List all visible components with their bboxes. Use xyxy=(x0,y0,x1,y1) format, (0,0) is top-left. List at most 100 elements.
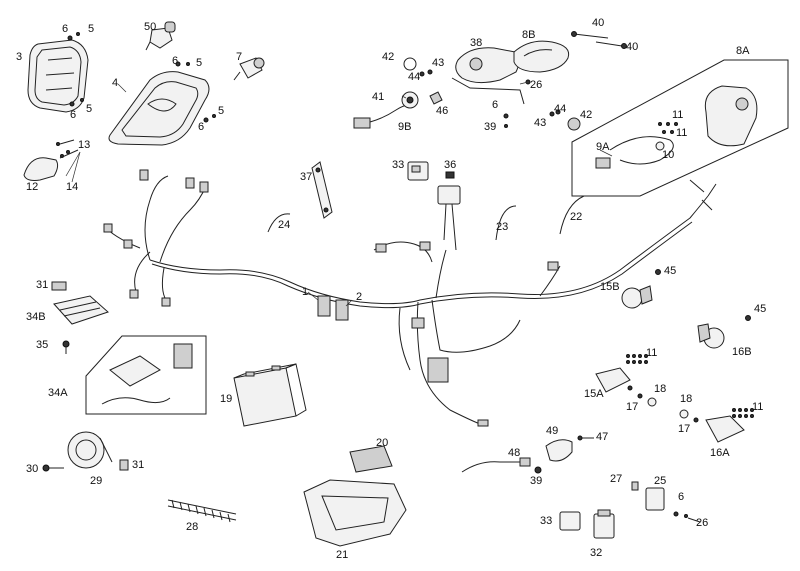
label-part-5: 5 xyxy=(88,23,94,35)
label-part-47: 47 xyxy=(596,431,608,443)
label-part-19: 19 xyxy=(220,393,232,405)
part-11-bulb-sets xyxy=(626,354,754,418)
inset-box-8A xyxy=(571,59,789,197)
part-15B-indicator-bulb xyxy=(621,269,661,309)
label-part-34A: 34A xyxy=(48,387,68,399)
part-19-battery xyxy=(233,363,307,427)
label-part-11: 11 xyxy=(646,347,657,359)
part-28-spring xyxy=(167,499,237,523)
label-part-35: 35 xyxy=(36,339,48,351)
part-49-cover xyxy=(545,439,573,462)
cables-22-23-24 xyxy=(267,195,585,241)
label-part-6: 6 xyxy=(172,55,178,67)
label-part-31: 31 xyxy=(132,459,144,471)
inset-box-34A xyxy=(85,335,207,415)
label-part-26: 26 xyxy=(530,79,542,91)
label-part-17: 17 xyxy=(626,401,638,413)
label-part-6: 6 xyxy=(492,99,498,111)
label-part-11: 11 xyxy=(672,109,683,121)
label-part-33: 33 xyxy=(392,159,404,171)
part-15A-indicator xyxy=(595,367,657,407)
label-part-18: 18 xyxy=(654,383,666,395)
label-part-8A: 8A xyxy=(736,45,750,57)
label-part-16B: 16B xyxy=(732,346,752,358)
part-3-headlight-housing xyxy=(27,39,89,113)
part-37-bracket xyxy=(311,161,333,219)
part-38-tail-light-housing xyxy=(451,47,525,105)
label-part-18: 18 xyxy=(680,393,692,405)
label-part-24: 24 xyxy=(278,219,290,231)
label-part-39: 39 xyxy=(530,475,542,487)
label-part-43: 43 xyxy=(432,57,444,69)
label-part-5: 5 xyxy=(86,103,92,115)
part-34B-regulator xyxy=(53,295,109,325)
label-part-29: 29 xyxy=(90,475,102,487)
label-part-43: 43 xyxy=(534,117,546,129)
label-part-30: 30 xyxy=(26,463,38,475)
label-part-36: 36 xyxy=(444,159,456,171)
label-part-33: 33 xyxy=(540,515,552,527)
label-part-44: 44 xyxy=(554,103,566,115)
label-part-11: 11 xyxy=(752,401,763,413)
label-part-40: 40 xyxy=(592,17,604,29)
label-part-45: 45 xyxy=(664,265,676,277)
label-part-6: 6 xyxy=(198,121,204,133)
label-part-8B: 8B xyxy=(522,29,535,41)
part-48-sensor-cable xyxy=(461,457,531,473)
label-part-22: 22 xyxy=(570,211,582,223)
label-part-9B: 9B xyxy=(398,121,411,133)
label-part-6: 6 xyxy=(678,491,684,503)
label-part-38: 38 xyxy=(470,37,482,49)
part-8B-tail-lens xyxy=(513,40,570,73)
label-part-11: 11 xyxy=(676,127,687,139)
label-part-42: 42 xyxy=(382,51,394,63)
label-part-32: 32 xyxy=(590,547,602,559)
headlight-screws xyxy=(67,32,688,518)
leader-lines xyxy=(65,81,613,307)
label-part-41: 41 xyxy=(372,91,384,103)
part-33-relay xyxy=(407,161,429,181)
label-part-17: 17 xyxy=(678,423,690,435)
part-4-headlight-lens xyxy=(108,71,210,146)
small-fasteners-upper xyxy=(403,57,581,131)
part-12-reflector xyxy=(23,149,79,181)
label-part-15B: 15B xyxy=(600,281,620,293)
label-part-16A: 16A xyxy=(710,447,730,459)
label-part-45: 45 xyxy=(754,303,766,315)
label-part-6: 6 xyxy=(70,109,76,121)
part-16A-indicator xyxy=(679,409,745,443)
label-part-34B: 34B xyxy=(26,311,46,323)
label-part-7: 7 xyxy=(236,51,242,63)
label-part-13: 13 xyxy=(78,139,90,151)
label-part-48: 48 xyxy=(508,447,520,459)
label-part-3: 3 xyxy=(16,51,22,63)
part-32-relay xyxy=(593,509,615,539)
label-part-46: 46 xyxy=(436,105,448,117)
label-part-27: 27 xyxy=(610,473,622,485)
label-part-50: 50 xyxy=(144,21,156,33)
main-wiring-harness xyxy=(103,169,717,427)
part-25-switch xyxy=(631,481,701,523)
label-part-14: 14 xyxy=(66,181,78,193)
label-part-23: 23 xyxy=(496,221,508,233)
label-part-37: 37 xyxy=(300,171,312,183)
part-29-horn xyxy=(67,431,113,469)
part-36-fuse-holder xyxy=(437,171,461,251)
label-part-1: 1 xyxy=(302,286,308,298)
label-part-6: 6 xyxy=(62,23,68,35)
label-part-26: 26 xyxy=(696,517,708,529)
part-21-battery-tray xyxy=(303,479,407,547)
label-part-20: 20 xyxy=(376,437,388,449)
label-part-42: 42 xyxy=(580,109,592,121)
label-part-40: 40 xyxy=(626,41,638,53)
part-40-bolts xyxy=(571,31,627,49)
label-part-10: 10 xyxy=(662,149,674,161)
label-part-44: 44 xyxy=(408,71,420,83)
fasteners-lower xyxy=(525,79,594,474)
label-part-5: 5 xyxy=(196,57,202,69)
part-50-bulb xyxy=(145,21,176,51)
label-part-25: 25 xyxy=(654,475,666,487)
label-part-2: 2 xyxy=(356,291,362,303)
part-number-labels: 1 2 3 4 5 5 5 5 6 6 6 6 6 6 7 8A 8B 9A 9… xyxy=(16,17,766,561)
